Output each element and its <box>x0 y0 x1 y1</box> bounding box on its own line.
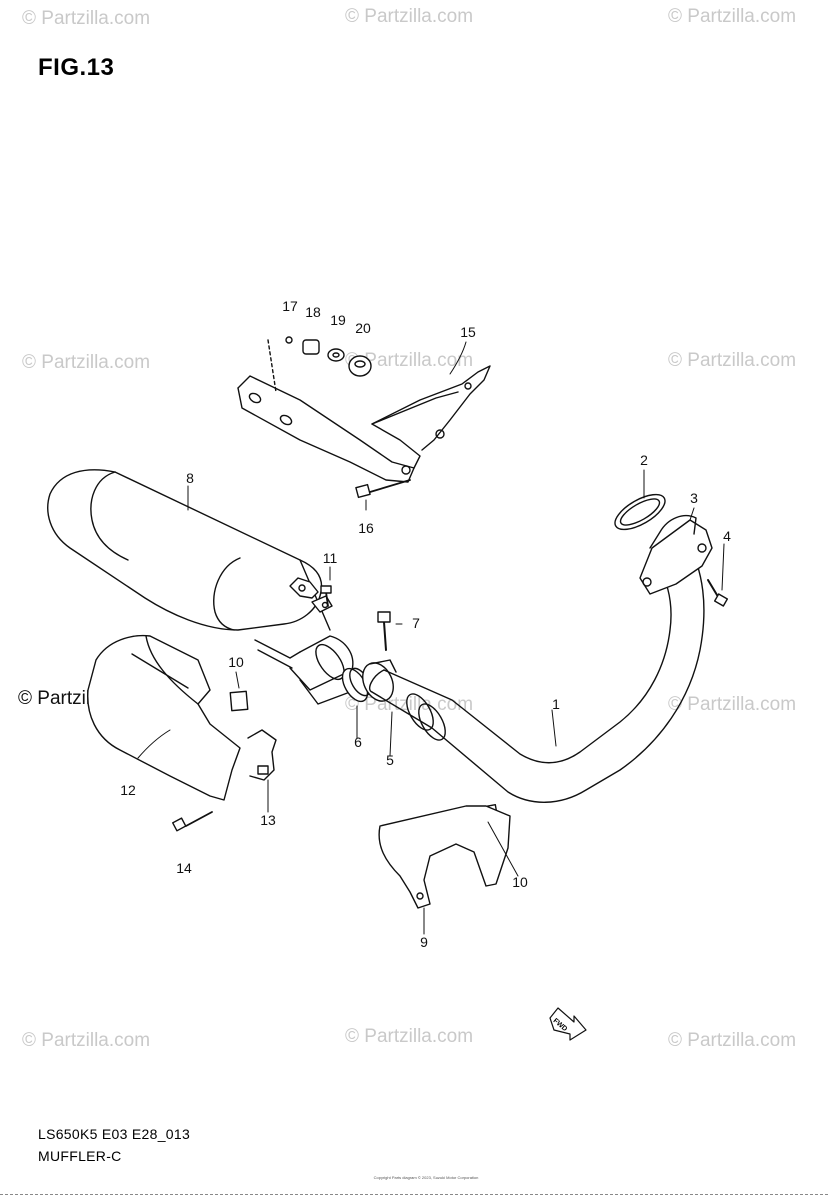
callout-8: 8 <box>186 470 194 486</box>
washer-parts-17-20 <box>285 336 372 377</box>
bolt-part-16 <box>355 479 411 499</box>
callout-11: 11 <box>322 550 338 566</box>
exhaust-pipe-part-1 <box>368 514 713 803</box>
watermark: © Partzilla.com <box>345 1026 474 1047</box>
bolt-part-4 <box>707 579 729 607</box>
fwd-arrow-icon <box>549 1007 587 1041</box>
gasket-part-2 <box>614 493 666 531</box>
callout-16: 16 <box>358 520 374 536</box>
bolt-part-7 <box>377 611 391 651</box>
heat-shield-part-12 <box>87 634 241 801</box>
figure-title: FIG.13 <box>38 54 115 81</box>
callout-19: 19 <box>330 312 346 328</box>
callout-13: 13 <box>260 812 276 828</box>
watermark: © Partzilla.com <box>668 350 797 371</box>
bolt-part-11 <box>320 585 332 607</box>
copyright-note: Copyright Parts diagram © 2023, Suzuki M… <box>373 1175 479 1180</box>
watermark: © Partzilla.com <box>668 694 797 715</box>
watermark: © Partzilla.com <box>345 350 474 371</box>
watermark: © Partzilla.com <box>668 6 797 27</box>
pad-part-10a <box>229 690 249 712</box>
callout-20: 20 <box>355 320 371 336</box>
watermark: © Partzilla.com <box>668 1030 797 1051</box>
watermark: © Partzilla.com <box>22 1030 151 1051</box>
callout-17: 17 <box>282 298 298 314</box>
screw-part-14 <box>172 811 213 832</box>
callout-10a: 10 <box>228 654 244 670</box>
callout-4: 4 <box>723 528 731 544</box>
callout-2: 2 <box>640 452 648 468</box>
watermark: © Partzilla.com <box>345 6 474 27</box>
heat-shield-part-9 <box>378 805 511 909</box>
bottom-divider <box>0 1194 828 1195</box>
callout-6: 6 <box>354 734 362 750</box>
callout-1: 1 <box>552 696 560 712</box>
callout-9: 9 <box>420 934 428 950</box>
callout-12: 12 <box>120 782 136 798</box>
callout-14: 14 <box>176 860 192 876</box>
clamp-part-13 <box>247 729 277 781</box>
callout-15: 15 <box>460 324 476 340</box>
watermark: © Partzilla.com <box>22 352 151 373</box>
callout-10b: 10 <box>512 874 528 890</box>
callout-18: 18 <box>305 304 321 320</box>
bracket-part-15 <box>237 339 491 483</box>
diagram-subtitle: MUFFLER-C <box>38 1148 122 1164</box>
callout-7: 7 <box>412 615 420 631</box>
callout-5: 5 <box>386 752 394 768</box>
callout-3: 3 <box>690 490 698 506</box>
muffler-part-8 <box>47 469 354 705</box>
watermark: © Partzilla.com <box>22 8 151 29</box>
model-code: LS650K5 E03 E28_013 <box>38 1126 191 1142</box>
